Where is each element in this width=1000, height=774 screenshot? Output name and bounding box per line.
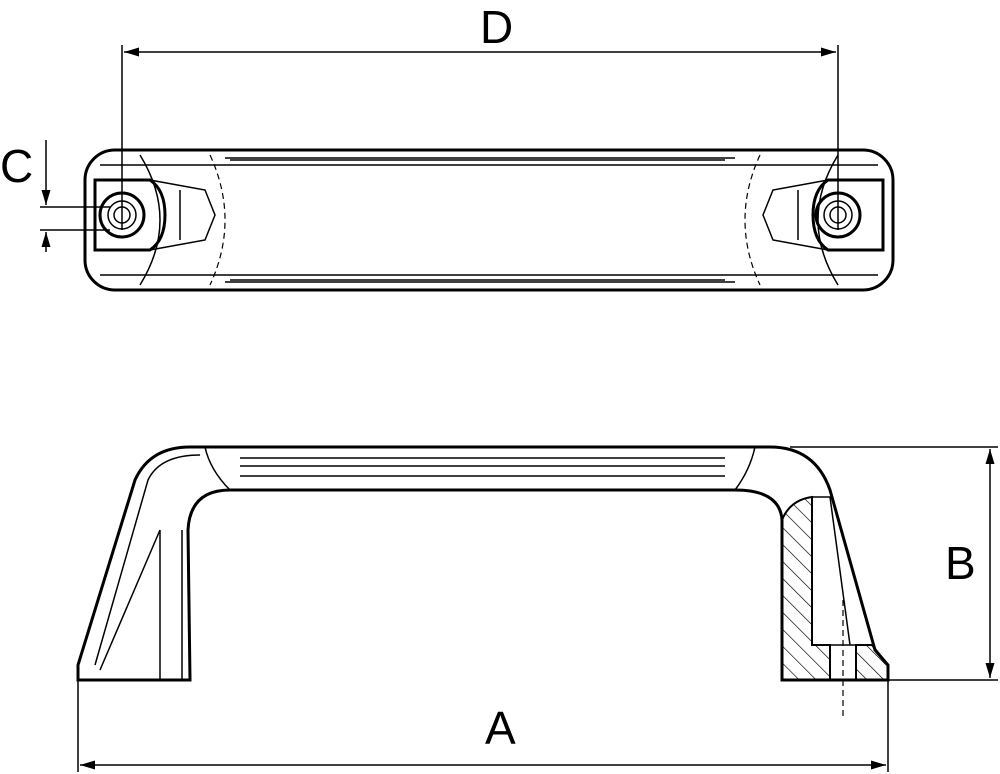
right-mounting-boss [762, 178, 885, 252]
top-view [40, 45, 895, 292]
left-mounting-boss [93, 178, 216, 252]
dimension-d-label: D [480, 1, 514, 53]
dimension-a-label: A [485, 702, 516, 754]
side-view [76, 445, 998, 772]
dimension-b-label: B [945, 537, 976, 589]
dimension-c-label: C [0, 140, 34, 192]
